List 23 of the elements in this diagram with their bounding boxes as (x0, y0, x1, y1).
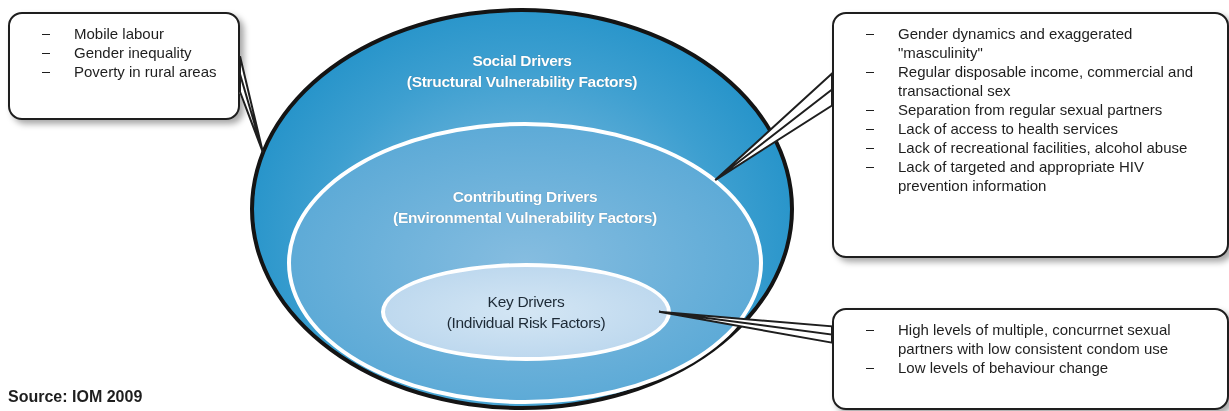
ellipse-subtitle: (Individual Risk Factors) (445, 313, 607, 333)
ellipse-title: Key Drivers (486, 292, 566, 312)
callout-box (832, 12, 1229, 258)
ellipse-title: Contributing Drivers (451, 187, 599, 207)
ellipse-subtitle: (Environmental Vulnerability Factors) (392, 208, 658, 228)
ellipse-subtitle: (Structural Vulnerability Factors) (405, 72, 639, 92)
callout-box (832, 308, 1229, 410)
list-item: Gender inequality (74, 44, 192, 61)
callout-pointer (658, 310, 833, 344)
list-item: Low levels of behaviour change (898, 359, 1109, 376)
callout-pointer (714, 71, 833, 182)
ellipse-title: Social Drivers (471, 51, 573, 71)
list-item: Separation from regular sexual partners (898, 101, 1163, 118)
list-item: Mobile labour (74, 25, 165, 42)
list-item: Gender dynamics and exaggerated "masculinity" (898, 25, 1133, 61)
list-item: Lack of targeted and appropriate HIV prevention information (898, 158, 1144, 194)
source-note: Source: IOM 2009 (8, 388, 143, 406)
list-item: Regular disposable income, commercial and transactional sex (898, 63, 1194, 99)
list-item: Poverty in rural areas (74, 63, 217, 80)
list-item: Lack of recreational facilities, alcohol abuse (898, 139, 1188, 156)
callout-pointer (239, 55, 264, 154)
list-item: High levels of multiple, concurrnet sexual partners with low consistent condom use (898, 321, 1171, 357)
list-item: Lack of access to health services (898, 120, 1119, 137)
